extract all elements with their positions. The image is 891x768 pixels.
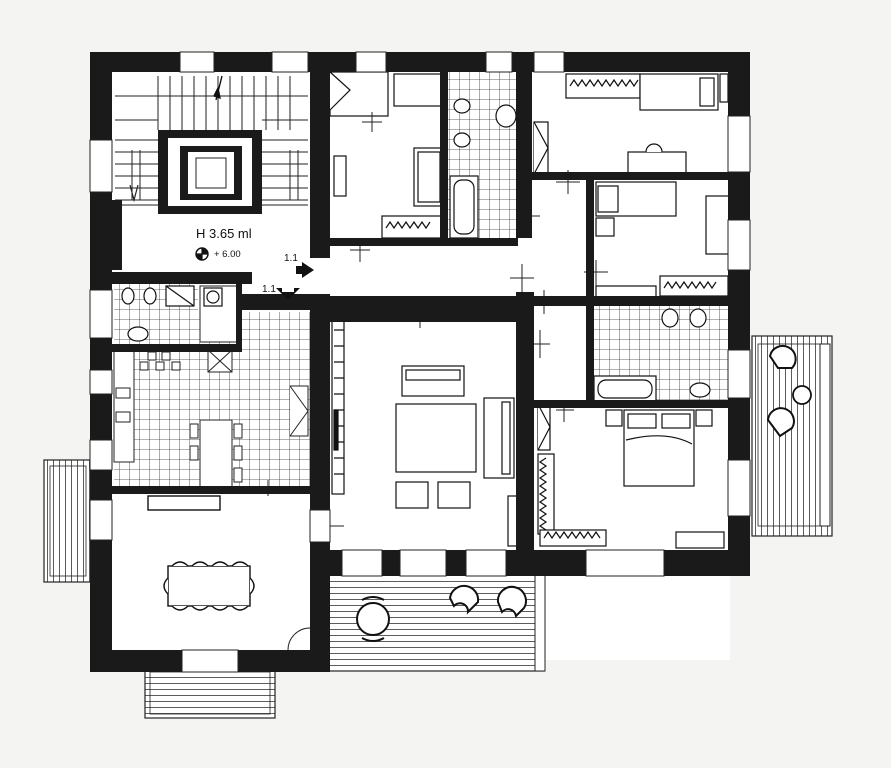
windows [89, 51, 751, 673]
bath-right-fixtures [593, 308, 711, 403]
room-height-label: H 3.65 ml [196, 226, 252, 241]
dining-table [147, 495, 255, 611]
section-arrow-icon-2 [276, 288, 300, 300]
walls [90, 52, 750, 672]
left-bath-fixtures [121, 285, 223, 342]
stair-arrow-icon [213, 75, 223, 101]
living-room-furniture [331, 317, 519, 547]
bath-top-fixtures [449, 98, 517, 239]
level-datum-icon [195, 247, 209, 261]
floor-level-label: + 6.00 [214, 249, 241, 260]
master-bedroom-furniture [537, 403, 725, 549]
bottom-balcony [144, 667, 276, 719]
section-mark-label: 1.1 [284, 253, 298, 264]
bedroom-top-right-furniture [533, 73, 731, 299]
dining-door-swing [287, 627, 311, 651]
kitchen-furniture [113, 349, 309, 491]
bedroom-top-furniture [329, 71, 447, 239]
east-balcony [751, 335, 833, 537]
section-mark-label-2: 1.1 [262, 284, 276, 295]
left-balcony [43, 459, 93, 583]
section-arrow-icon [296, 262, 314, 278]
south-terrace [327, 574, 546, 672]
